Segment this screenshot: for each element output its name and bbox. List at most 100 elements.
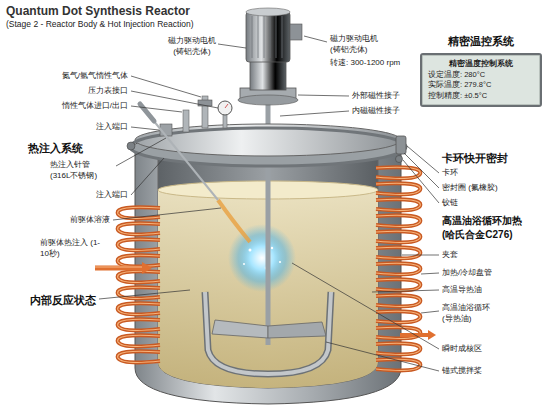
nucleation-glow — [243, 263, 245, 265]
callout-label: 内磁磁性接子 — [352, 106, 400, 117]
injection-needle — [140, 104, 218, 200]
lid-ports — [218, 101, 232, 115]
callout-label: 注入端口 — [96, 190, 128, 201]
section-heading: 内部反应状态 — [30, 293, 96, 308]
leader-lines — [304, 36, 327, 42]
reactor-lid — [127, 124, 406, 166]
oil-pipes — [95, 262, 436, 340]
section-heading: 高温油浴循环加热 (哈氏合金C276) — [442, 214, 546, 241]
motor — [252, 16, 282, 58]
leader-lines — [131, 91, 218, 108]
panel-heading: 精密温控系统 — [420, 34, 542, 49]
motor — [238, 95, 298, 105]
motor — [246, 8, 290, 16]
leader-lines — [116, 138, 166, 166]
leader-lines — [280, 111, 349, 116]
heating-coils — [376, 167, 420, 370]
oil-pipes — [428, 330, 436, 340]
leader-lines — [99, 290, 190, 299]
leader-lines — [372, 290, 439, 292]
display-text: 控制精度: ±0.5°C — [428, 91, 534, 102]
leader-lines — [403, 160, 439, 203]
leader-lines — [218, 44, 246, 48]
leader-lines — [407, 146, 439, 173]
callout-label: 瞬时成核区 — [442, 344, 482, 355]
callout-label: 外部磁性接子 — [352, 91, 400, 102]
callout-label: 前驱体热注入 (1-10秒) — [40, 238, 104, 260]
callout-label: 惰性气体进口/出口 — [62, 101, 128, 112]
leader-lines — [292, 263, 439, 349]
callout-label: 转速: 300-1200 rpm — [330, 58, 400, 69]
callout-label: 卡环 — [442, 168, 458, 179]
nucleation-glow — [249, 249, 252, 252]
reactor-lid — [127, 142, 135, 150]
callout-label: 密封圈 (氟橡胶) — [442, 183, 498, 194]
nucleation-glow — [271, 247, 273, 249]
callout-label: 磁力驱动电机 (铸铝壳体) — [160, 36, 224, 58]
leader-lines — [421, 273, 439, 274]
heating-coils — [118, 207, 160, 362]
callout-label: 锚式搅拌桨 — [442, 366, 482, 377]
nucleation-glow — [279, 261, 281, 263]
leader-lines — [421, 311, 439, 313]
leader-lines — [402, 255, 439, 256]
injection-needle — [140, 104, 218, 200]
heating-coils — [118, 207, 160, 362]
callout-label: 铰链 — [442, 198, 458, 209]
diagram-title: Quantum Dot Synthesis Reactor — [6, 4, 190, 18]
oil-pipes — [400, 333, 428, 337]
lid-ports — [183, 110, 189, 132]
callout-label: 前驱体溶液 — [70, 215, 110, 226]
oil-pipes — [95, 266, 142, 271]
injection-needle — [140, 104, 154, 121]
reactor-lid — [396, 156, 403, 163]
callout-label: 热注入针管 (316L不锈钢) — [50, 160, 114, 182]
stirrer — [268, 322, 326, 338]
injected-stream — [218, 200, 250, 242]
control-panel: 精密温控系统精密温度控制系统设定温度: 280°C实际温度: 279.8°C控制… — [420, 34, 542, 107]
callout-label: 加热/冷却盘管 — [442, 268, 492, 279]
leader-lines — [298, 95, 349, 96]
reactor-lid — [396, 136, 406, 154]
motor — [238, 8, 302, 105]
callout-label: 磁力驱动电机 (铸铝壳体) — [330, 34, 392, 56]
leader-lines — [113, 208, 221, 220]
oil-pipes — [142, 262, 152, 274]
leader-lines — [404, 153, 439, 188]
motor — [250, 60, 286, 90]
injected-stream — [218, 200, 250, 242]
nucleation-glow — [228, 224, 296, 292]
heating-coils — [376, 167, 420, 370]
callout-label: 注入端口 — [96, 122, 128, 133]
stirrer — [205, 292, 331, 374]
oil-pipes — [95, 266, 142, 267]
subtitle: (Stage 2 - Reactor Body & Hot Injection … — [6, 19, 194, 30]
callout-label: 高温导热油 — [442, 285, 482, 296]
lid-ports — [198, 100, 212, 106]
nucleation-glow — [228, 224, 296, 292]
stirrer — [212, 320, 268, 338]
leader-lines — [131, 76, 201, 97]
leader-lines — [131, 106, 182, 112]
callout-label: 夹套 — [442, 250, 458, 261]
display-screen: 精密温度控制系统设定温度: 280°C实际温度: 279.8°C控制精度: ±0… — [420, 53, 542, 107]
motor — [246, 12, 290, 62]
lid-ports — [160, 96, 232, 136]
section-heading: 热注入系统 — [28, 141, 83, 156]
section-heading: 卡环快开密封 — [442, 151, 508, 165]
callout-label: 压力表接口 — [88, 86, 128, 97]
heating-coils — [118, 167, 421, 370]
callout-label: 氮气/氩气惰性气体 — [62, 71, 128, 82]
display-text: 设定温度: 280°C — [428, 70, 534, 81]
display-text: 实际温度: 279.8°C — [428, 80, 534, 91]
leader-lines — [131, 127, 159, 130]
lid-ports — [225, 104, 228, 108]
display-text: 精密温度控制系统 — [428, 59, 534, 70]
callout-label: 高温油浴循环 (导热油) — [442, 303, 506, 325]
motor — [290, 24, 302, 40]
stirrer — [205, 292, 331, 374]
leader-lines — [131, 158, 164, 195]
leader-lines — [326, 342, 439, 371]
leader-lines — [99, 36, 439, 371]
